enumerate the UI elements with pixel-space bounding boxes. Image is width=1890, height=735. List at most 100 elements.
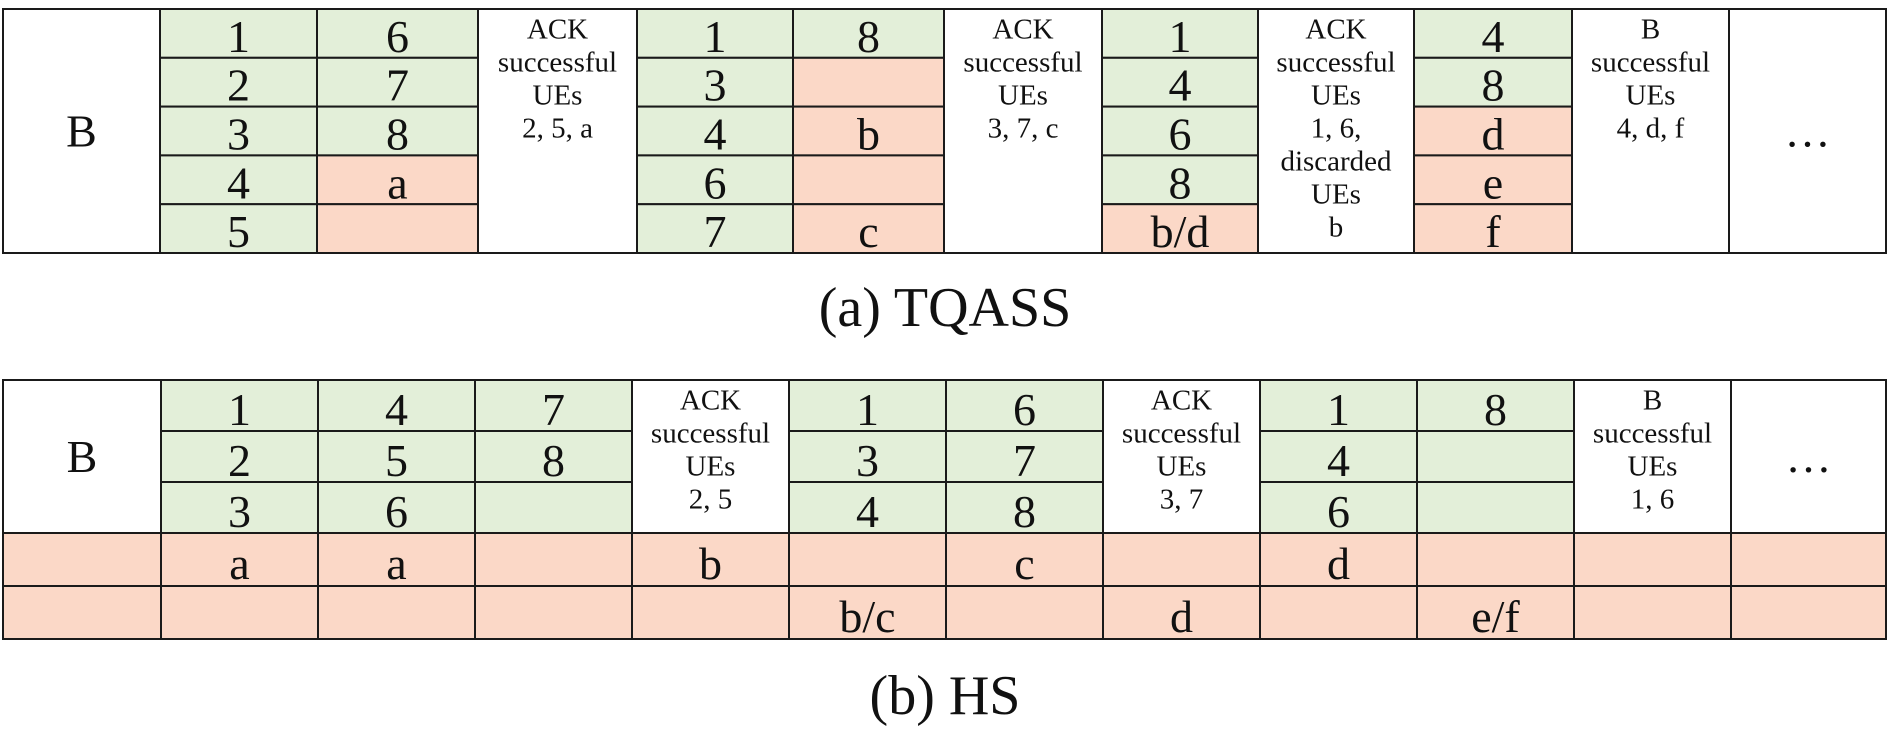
hs-cell-2-2 (317, 481, 476, 534)
hs-extra-cell-1-3 (474, 585, 633, 640)
hs-cell-5-2 (788, 481, 947, 534)
tqass-cell-label-2-2: 8 (386, 109, 409, 160)
hs-cell-6-1 (945, 430, 1104, 483)
tqass-cell-label-5-4: c (858, 206, 878, 257)
hs-cell-label-6-1: 7 (1013, 435, 1036, 486)
hs-column-7 (1102, 379, 1261, 534)
tqass-cell-label-9-1: 8 (1482, 60, 1505, 111)
tqass-text-10-3: 4, d, f (1617, 113, 1685, 145)
hs-cell-label-3-1: 8 (542, 435, 565, 486)
hs-extra-cell-0-3 (474, 532, 633, 587)
tqass-cell-label-4-3: 6 (704, 157, 727, 208)
hs-extra-cell-1-4 (631, 585, 790, 640)
hs-text-10-3: 1, 6 (1631, 484, 1675, 516)
hs-cell-label-5-0: 1 (856, 384, 879, 435)
tqass-text-8-3: 1, 6, (1311, 113, 1362, 145)
hs-cell-label-2-2: 6 (385, 486, 408, 537)
hs-cell-label-2-0: 4 (385, 384, 408, 435)
tqass-cell-label-7-0: 1 (1169, 11, 1192, 62)
hs-extra-cell-0-0 (2, 532, 162, 587)
tqass-cell-label-4-0: 1 (704, 11, 727, 62)
tqass-cell-label-9-3: e (1483, 157, 1503, 208)
tqass-text-8-2: UEs (1311, 80, 1361, 112)
tqass-cell-1-4 (159, 203, 318, 254)
tqass-label-11: … (1785, 106, 1831, 157)
caption-tqass: (a) TQASS (818, 277, 1072, 339)
tqass-cell-5-1 (792, 56, 945, 108)
hs-extra-label-0-8: d (1327, 538, 1350, 589)
tqass-cell-label-1-1: 2 (227, 60, 250, 111)
tqass-cell-7-2 (1101, 105, 1259, 157)
tqass-text-3-1: successful (498, 47, 617, 79)
hs-cell-3-1 (474, 430, 633, 483)
hs-cell-label-1-2: 3 (228, 486, 251, 537)
hs-column-11 (1730, 379, 1887, 534)
hs-extra-cell-1-1 (160, 585, 319, 640)
hs-cell-6-2 (945, 481, 1104, 534)
hs-cell-5-1 (788, 430, 947, 483)
tqass-cell-label-7-3: 8 (1169, 157, 1192, 208)
tqass-column-0 (2, 8, 161, 254)
tqass-cell-2-1 (316, 56, 479, 108)
hs-cell-9-2 (1416, 481, 1575, 534)
tqass-cell-label-4-2: 4 (704, 109, 727, 160)
caption-hs: (b) HS (869, 665, 1021, 727)
hs-extra-cell-1-5 (788, 585, 947, 640)
tqass-cell-label-5-0: 8 (857, 11, 880, 62)
hs-text-4-0: ACK (680, 385, 741, 417)
hs-column-4 (631, 379, 790, 534)
hs-cell-label-2-1: 5 (385, 435, 408, 486)
tqass-cell-label-1-2: 3 (227, 109, 250, 160)
tqass-cell-5-4 (792, 203, 945, 254)
tqass-cell-label-2-1: 7 (386, 60, 409, 111)
hs-extra-label-0-6: c (1014, 538, 1034, 589)
tqass-text-3-0: ACK (527, 14, 588, 46)
hs-extra-cell-0-11 (1730, 532, 1887, 587)
hs-extra-cell-1-0 (2, 585, 162, 640)
tqass-cell-4-4 (636, 203, 794, 254)
hs-extra-label-1-7: d (1170, 591, 1193, 642)
hs-text-7-1: successful (1122, 418, 1241, 450)
hs-cell-label-5-2: 4 (856, 486, 879, 537)
tqass-cell-label-7-2: 6 (1169, 109, 1192, 160)
tqass-cell-label-9-0: 4 (1482, 11, 1505, 62)
hs-extra-label-0-4: b (699, 538, 722, 589)
hs-cell-1-1 (160, 430, 319, 483)
hs-label-0: B (67, 431, 98, 482)
tqass-cell-5-3 (792, 154, 945, 206)
hs-cell-8-0 (1259, 379, 1418, 432)
hs-text-10-0: B (1643, 385, 1662, 417)
hs-text-7-2: UEs (1157, 451, 1207, 483)
hs-extra-cell-1-2 (317, 585, 476, 640)
tqass-cell-label-4-1: 3 (704, 60, 727, 111)
hs-cell-label-9-0: 8 (1484, 384, 1507, 435)
hs-cell-1-2 (160, 481, 319, 534)
hs-text-7-3: 3, 7 (1160, 484, 1204, 516)
tqass-cell-label-7-1: 4 (1169, 60, 1192, 111)
hs-extra-cell-0-9 (1416, 532, 1575, 587)
hs-extra-label-1-9: e/f (1471, 591, 1520, 642)
hs-text-4-1: successful (651, 418, 770, 450)
tqass-cell-2-3 (316, 154, 479, 206)
tqass-cell-1-0 (159, 8, 318, 59)
tqass-cell-4-2 (636, 105, 794, 157)
hs-extra-cell-0-4 (631, 532, 790, 587)
hs-extra-cell-1-10 (1573, 585, 1732, 640)
hs-label-11: … (1786, 431, 1832, 482)
tqass-cell-9-2 (1413, 105, 1573, 157)
hs-cell-9-1 (1416, 430, 1575, 483)
hs-extra-cell-0-7 (1102, 532, 1261, 587)
tqass-text-10-0: B (1641, 14, 1660, 46)
tqass-cell-label-1-4: 5 (227, 206, 250, 257)
tqass-cell-label-1-3: 4 (227, 157, 250, 208)
tqass-cell-label-7-4: b/d (1151, 206, 1210, 257)
hs-cell-3-2 (474, 481, 633, 534)
hs-cell-label-1-0: 1 (228, 384, 251, 435)
hs-extra-cell-1-6 (945, 585, 1104, 640)
hs-text-4-2: UEs (686, 451, 736, 483)
hs-cell-label-8-1: 4 (1327, 435, 1350, 486)
tqass-text-3-2: UEs (533, 80, 583, 112)
hs-cell-label-6-0: 6 (1013, 384, 1036, 435)
hs-cell-label-1-1: 2 (228, 435, 251, 486)
tqass-cell-7-0 (1101, 8, 1259, 59)
